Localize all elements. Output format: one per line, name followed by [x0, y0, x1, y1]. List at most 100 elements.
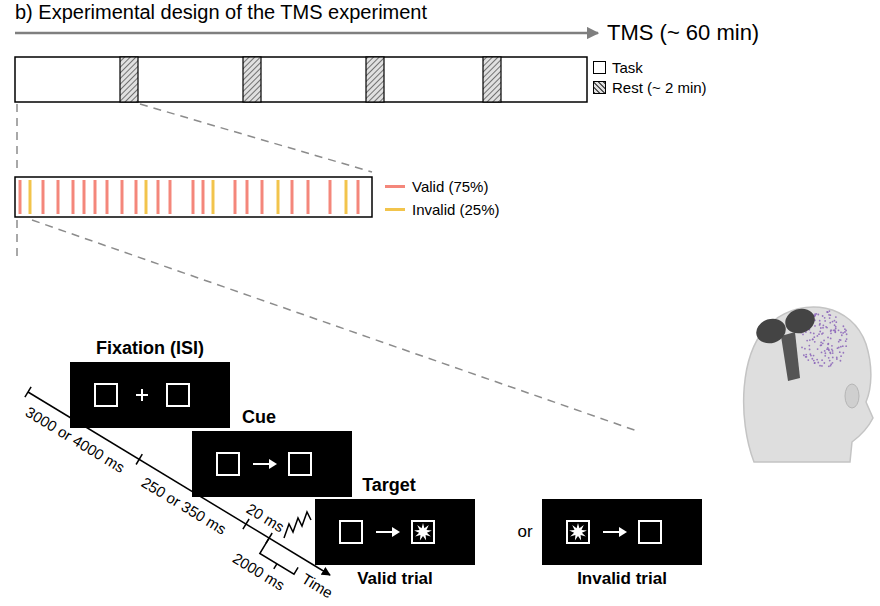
- session-duration: TMS (~ 60 min): [607, 20, 759, 45]
- screen-content: [315, 499, 475, 565]
- stimulation-dot: [839, 351, 841, 353]
- stimulation-dot: [840, 360, 842, 362]
- screen-content: [192, 431, 352, 497]
- trial-stripe: [157, 180, 160, 214]
- legend-text: Invalid (25%): [412, 201, 500, 218]
- stimulation-dot: [819, 365, 821, 367]
- stimulation-dot: [840, 346, 842, 348]
- trial-stripe: [357, 180, 360, 214]
- cue-arrow-head: [619, 527, 627, 537]
- stimulation-dot: [819, 320, 821, 322]
- trial-stripe: [29, 180, 32, 214]
- color-swatch: [593, 61, 606, 74]
- trial-stripe: [202, 180, 205, 214]
- stimulation-dot: [842, 325, 844, 327]
- stimulation-dot: [822, 342, 824, 344]
- coil-handle: [781, 332, 800, 381]
- stimulation-dot: [829, 360, 831, 362]
- stimulation-dot: [845, 340, 847, 342]
- stimulation-dot: [830, 338, 832, 340]
- stimulation-dot: [845, 330, 847, 332]
- duration-label: 2000 ms: [229, 549, 287, 594]
- placeholder-box: [412, 521, 434, 543]
- stimulation-dot: [812, 339, 814, 341]
- stimulation-dot: [820, 327, 822, 329]
- stimulation-dot: [814, 362, 816, 364]
- stimulation-dot: [828, 349, 830, 351]
- stimulation-dot: [823, 362, 825, 364]
- screen-heading: Fixation (ISI): [96, 338, 204, 359]
- cue-arrow: [603, 531, 620, 533]
- stimulation-dot: [819, 323, 821, 325]
- placeholder-box: [289, 453, 311, 475]
- stimulation-dot: [844, 331, 846, 333]
- axis-tick: [25, 387, 31, 397]
- stimulation-dot: [822, 332, 824, 334]
- screen-content: [70, 362, 230, 428]
- stimulation-dot: [813, 336, 815, 338]
- trial-stripe: [57, 180, 60, 214]
- stimulation-dot: [836, 358, 838, 360]
- cue-arrow: [253, 463, 270, 465]
- placeholder-box: [167, 384, 189, 406]
- trial-stripe: [192, 180, 195, 214]
- stimulation-dot: [829, 352, 831, 354]
- stimulation-dot: [844, 328, 846, 330]
- stimulation-dot: [814, 313, 816, 315]
- stimulation-dot: [821, 333, 823, 335]
- stimulation-dot: [823, 339, 825, 341]
- stimulation-dot: [830, 365, 832, 367]
- stimulation-dot: [806, 340, 808, 342]
- stimulation-dot: [817, 314, 819, 316]
- stimulation-dot: [813, 360, 815, 362]
- stimulation-dot: [809, 339, 811, 341]
- head-illustration: [744, 305, 873, 462]
- stimulation-dot: [817, 362, 819, 364]
- placeholder-box: [567, 521, 589, 543]
- trial-stripe: [212, 180, 215, 214]
- stimulation-dot: [831, 348, 833, 350]
- stimulation-dot: [827, 343, 829, 345]
- stimulation-dot: [834, 331, 836, 333]
- stimulation-dot: [835, 316, 837, 318]
- stimulation-dot: [838, 341, 840, 343]
- stimulation-dot: [835, 321, 837, 323]
- stimulation-dot: [820, 345, 822, 347]
- bracket-tick: [274, 564, 277, 569]
- rest-block: [120, 57, 138, 102]
- figure-title: b) Experimental design of the TMS experi…: [15, 1, 427, 24]
- stimulation-dot: [842, 332, 844, 334]
- stimulation-dot: [830, 329, 832, 331]
- stimulation-dot: [836, 356, 838, 358]
- stimulation-dot: [820, 344, 822, 346]
- stimulation-dot: [804, 348, 806, 350]
- stimulation-dot: [824, 352, 826, 354]
- stimulation-dot: [811, 358, 813, 360]
- stimulation-dot: [809, 353, 811, 355]
- stimulation-dot: [829, 322, 831, 324]
- stimulation-dot: [807, 359, 809, 361]
- trial-stripe: [329, 180, 332, 214]
- stimulation-dot: [826, 327, 828, 329]
- line-swatch: [385, 185, 405, 188]
- trial-stripe: [135, 180, 138, 214]
- stimulation-dot: [827, 343, 829, 345]
- stimulation-dot: [830, 330, 832, 332]
- stimulation-dot: [822, 315, 824, 317]
- stimulation-dot: [806, 356, 808, 358]
- legend-text: Task: [612, 59, 643, 76]
- stimulation-dot: [833, 329, 835, 331]
- stimulation-dot: [838, 329, 840, 331]
- axis-tick: [136, 454, 142, 464]
- screen-frame: TargetValid trial: [315, 499, 475, 565]
- cue-arrow-head: [392, 527, 400, 537]
- screen-frame: Invalid trial: [542, 499, 702, 565]
- stimulation-dot: [824, 317, 826, 319]
- rest-block: [483, 57, 501, 102]
- trial-stripe: [169, 180, 172, 214]
- stimulation-dot: [841, 334, 843, 336]
- stimulation-dot: [824, 350, 826, 352]
- stimulation-dot: [827, 347, 829, 349]
- stimulation-dot: [821, 365, 823, 367]
